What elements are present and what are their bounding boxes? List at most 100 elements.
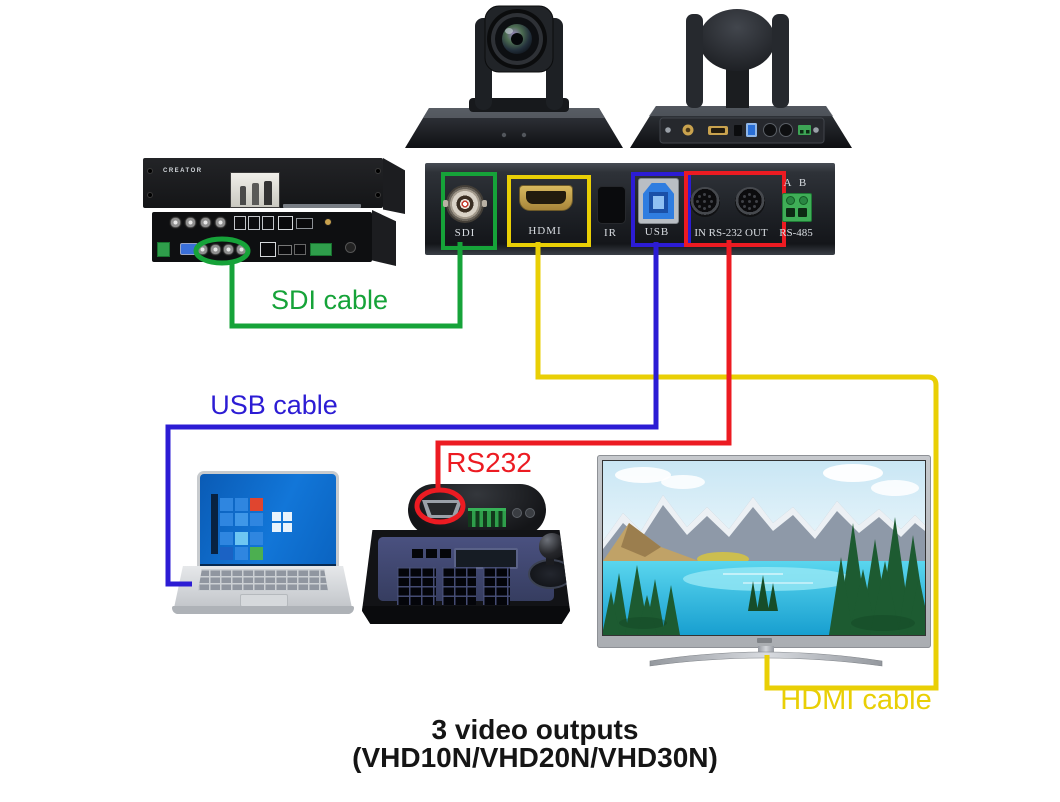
ir-port (734, 125, 742, 136)
sdi-bnc-center (685, 127, 691, 133)
rack-preview-screen (230, 172, 280, 208)
lan-port (278, 216, 293, 230)
controller-body (362, 530, 570, 624)
square-connector (248, 216, 260, 230)
usb-cable-label: USB cable (210, 390, 338, 420)
terminal-block (157, 242, 170, 257)
terminal-hole (786, 208, 795, 217)
rs485-b-label: B (798, 177, 808, 189)
camera-rear-io-panel: SDI HDMI IR USB IN RS-232 OUT A B (425, 163, 835, 255)
camera-base-bevel (649, 106, 833, 116)
windows-logo-pane (272, 522, 281, 532)
tile (220, 547, 233, 560)
recording-host-device: CREATOR (140, 152, 408, 270)
rack-side-panel (372, 210, 396, 266)
caption-line2: (VHD10N/VHD20N/VHD30N) (352, 742, 718, 773)
usb-port-label: USB (644, 226, 670, 238)
small-port (294, 244, 306, 255)
function-keys (412, 549, 452, 558)
lens-glint (505, 28, 513, 34)
bnc-connector (184, 216, 197, 229)
terminal-block (310, 243, 332, 256)
bnc-connector (169, 216, 182, 229)
sdi-cable-label: SDI cable (270, 285, 389, 315)
keypad-group (397, 567, 436, 605)
rack-brand: CREATOR (163, 168, 203, 174)
tile (250, 498, 263, 511)
power-button (345, 242, 356, 253)
camera-head-back (699, 9, 775, 71)
bnc-connector (209, 243, 222, 256)
keypad-group (483, 567, 510, 605)
joystick-knob (539, 533, 565, 559)
bnc-connector (235, 243, 248, 256)
rack-ear-hole (147, 192, 153, 198)
tile (250, 532, 263, 545)
hdmi-port-label: HDMI (528, 225, 562, 237)
lan-port (260, 242, 276, 257)
windows-logo-pane (282, 522, 292, 532)
wide-connector (296, 218, 313, 229)
rs232-din-port (779, 123, 793, 137)
tile (250, 513, 263, 526)
lens-pupil (511, 33, 523, 45)
ptz-camera-front (405, 5, 623, 148)
tile (235, 513, 248, 526)
tv-display (594, 449, 934, 671)
rack-front-unit: CREATOR (143, 158, 383, 208)
laptop-screen (197, 471, 339, 572)
terminal-screw (786, 196, 795, 205)
yoke-base (469, 98, 569, 112)
rack-ear-hole (147, 168, 153, 174)
hdmi-slot (711, 128, 725, 133)
screen-figure (252, 183, 259, 205)
laptop (172, 466, 354, 622)
sdi-port-label: SDI (454, 227, 476, 239)
screw (813, 127, 819, 133)
bnc-connector (199, 216, 212, 229)
laptop-keyboard (198, 569, 328, 591)
rs485-a-label: A (783, 177, 793, 189)
screen-figure (264, 181, 272, 205)
yoke-arm-left (686, 14, 703, 108)
ir-port-label: IR (604, 227, 617, 239)
tile (235, 547, 248, 560)
rear-button (512, 508, 522, 518)
hdmi-port (278, 245, 292, 255)
tile (220, 498, 233, 511)
screw (665, 127, 671, 133)
terminal-hole (806, 130, 810, 134)
laptop-base (174, 566, 352, 608)
square-connector (234, 216, 246, 230)
rack-model-strip (283, 204, 361, 208)
terminal-hole (800, 130, 804, 134)
keypad-group (442, 567, 476, 605)
camera-led (521, 132, 527, 138)
usb-connector (638, 178, 679, 224)
diagram-caption: 3 video outputs (VHD10N/VHD20N/VHD30N) (280, 716, 790, 772)
tile (220, 532, 233, 545)
rs232-cable-label: RS232 (446, 447, 532, 478)
windows-logo-pane (282, 512, 292, 521)
antenna-jack (324, 218, 332, 226)
controller-front-edge (362, 606, 570, 624)
start-menu-strip (211, 494, 218, 554)
din-pins (703, 200, 706, 203)
hdmi-cable-label: HDMI cable (780, 684, 932, 716)
rs485-terminal-block (782, 193, 812, 222)
usb-connector-tongue (653, 196, 664, 209)
terminal-hole (798, 208, 807, 217)
square-connector (262, 216, 274, 230)
caption-line1: 3 video outputs (431, 714, 639, 745)
tile (235, 532, 248, 545)
tv-stand-base (649, 651, 883, 667)
screen-figure (240, 186, 246, 205)
hdmi-slot (526, 191, 566, 204)
yoke-arm-right (772, 14, 789, 108)
camera-led (501, 132, 507, 138)
rs232-din-port (763, 123, 777, 137)
tile (250, 547, 263, 560)
yoke-post (726, 62, 749, 108)
rs232-port-label: IN RS-232 OUT (694, 227, 768, 239)
